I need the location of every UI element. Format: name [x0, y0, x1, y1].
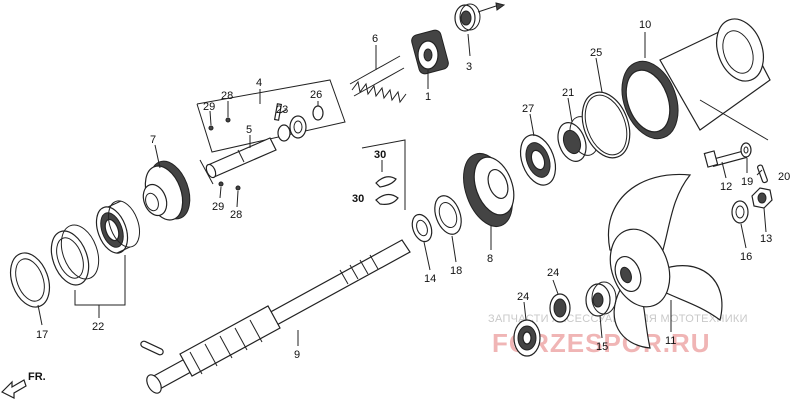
callout-10: 10	[639, 19, 651, 31]
part-7-gear	[142, 160, 191, 221]
callout-29-bottom: 29	[212, 201, 224, 213]
callout-11: 11	[665, 335, 676, 347]
part-10-bearing-housing	[621, 18, 771, 141]
part-9-propeller-shaft	[146, 239, 411, 394]
part-4-shift-rod-group	[196, 79, 346, 191]
callout-30-bottom: 30	[352, 193, 364, 205]
callout-30-top: 30	[374, 149, 386, 161]
part-16-washer	[731, 200, 749, 224]
part-27-ball-bearing	[519, 134, 557, 186]
callout-25: 25	[590, 47, 602, 59]
callout-19: 19	[741, 176, 753, 188]
part-19-washer	[740, 142, 752, 158]
callout-22: 22	[92, 321, 104, 333]
callout-5: 5	[246, 124, 252, 136]
callout-18: 18	[450, 265, 462, 277]
part-3-sleeve	[454, 2, 506, 32]
callout-14: 14	[424, 273, 436, 285]
part-1-clutch	[411, 29, 449, 75]
part-11-propeller	[607, 173, 723, 349]
callout-26: 26	[310, 89, 322, 101]
part-14-washer	[411, 213, 433, 243]
callout-28-bottom: 28	[230, 209, 242, 221]
part-24-seal-lower	[513, 319, 541, 357]
front-direction-arrow: FR.	[0, 371, 46, 399]
callout-17: 17	[36, 329, 48, 341]
part-8-bevel-gear	[463, 153, 515, 227]
callout-3: 3	[466, 61, 472, 73]
callout-4: 4	[256, 77, 262, 89]
part-20-cotter-pin	[757, 164, 768, 184]
part-22-bearing	[50, 200, 141, 286]
part-18-thrust-washer	[434, 195, 462, 235]
front-direction-label: FR.	[28, 371, 46, 383]
callout-15: 15	[596, 341, 608, 353]
part-30-clips	[361, 139, 406, 210]
part-25-o-ring	[581, 91, 631, 159]
callout-12: 12	[720, 181, 732, 193]
part-21-needle-bearing	[557, 116, 599, 162]
callout-7: 7	[150, 134, 156, 146]
part-15-spacer	[585, 281, 617, 317]
part-13-nut	[751, 187, 773, 209]
callout-23: 23	[276, 104, 288, 116]
part-6-spring	[349, 55, 407, 104]
callout-9: 9	[294, 349, 300, 361]
callout-1: 1	[425, 91, 431, 103]
callout-21: 21	[562, 87, 574, 99]
part-12-bolt	[703, 149, 748, 168]
callout-16: 16	[740, 251, 752, 263]
callout-8: 8	[487, 253, 493, 265]
callout-29-top: 29	[203, 101, 215, 113]
callout-24-lower: 24	[517, 291, 529, 303]
callout-13: 13	[760, 233, 772, 245]
callout-20: 20	[778, 171, 790, 183]
part-2-pin	[140, 340, 164, 356]
callout-24-upper: 24	[547, 267, 559, 279]
callout-28-top: 28	[221, 90, 233, 102]
part-17-ring	[9, 252, 51, 308]
leader-lines	[37, 32, 767, 346]
callout-27: 27	[522, 103, 534, 115]
callout-labels: 6 1 3 4 5 7 8 9 10 11 12 13 14 15 16 17 …	[36, 19, 790, 361]
part-24-seal-upper	[549, 293, 571, 323]
callout-6: 6	[372, 33, 378, 45]
